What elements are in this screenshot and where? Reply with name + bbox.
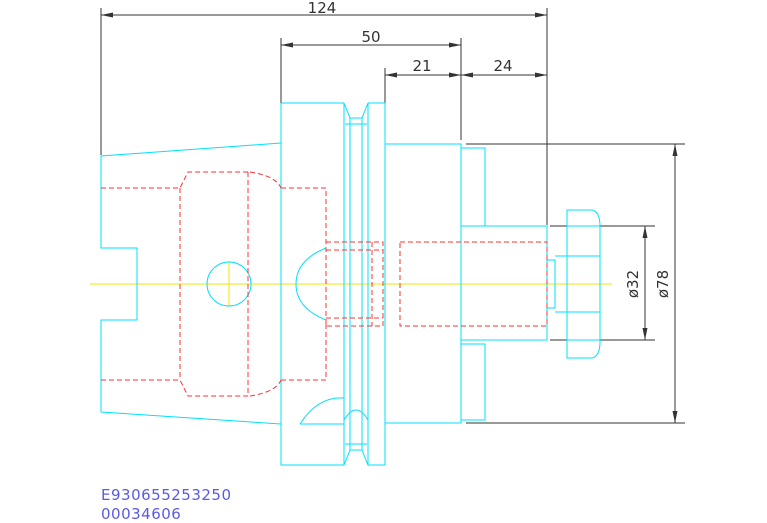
arrow-24-left — [461, 72, 473, 78]
dim-text-21: 21 — [412, 57, 431, 75]
cross-hole — [206, 261, 252, 307]
arrow-78-top — [672, 144, 678, 156]
v-groove-bottom — [343, 449, 369, 466]
dim-text-32: ø32 — [624, 270, 642, 298]
dim-text-78: ø78 — [654, 270, 672, 298]
arbor-shank-outline — [461, 225, 548, 341]
dim-text-124: 124 — [308, 0, 337, 17]
arrow-32-top — [642, 226, 648, 238]
arrow-21-right — [449, 72, 461, 78]
arrow-124-left — [101, 12, 113, 18]
hidden-bore-fillet-top — [249, 171, 282, 189]
dim-text-24: 24 — [493, 57, 512, 75]
hidden-lines — [101, 171, 548, 397]
arrow-124-right — [535, 12, 547, 18]
arrow-78-bottom — [672, 411, 678, 423]
arrow-21-left — [385, 72, 397, 78]
flange-ring — [367, 102, 386, 466]
taper-shank-outline — [100, 142, 282, 425]
dim-text-50: 50 — [361, 28, 380, 46]
collar-tab-bottom — [461, 343, 486, 421]
arrow-50-right — [449, 42, 461, 48]
hidden-screw-bore — [325, 241, 384, 327]
screw-head-outline — [566, 209, 601, 359]
arrow-32-bottom — [642, 328, 648, 340]
body-left-outline — [280, 103, 344, 466]
part-code-line-2: 00034606 — [101, 505, 181, 523]
arrow-24-right — [535, 72, 547, 78]
hidden-arbor-bore — [399, 241, 548, 327]
hidden-body-bore-top — [281, 187, 327, 244]
hidden-bore-top — [101, 171, 250, 189]
v-groove-top — [343, 102, 369, 119]
part-code-line-1: E930655253250 — [101, 486, 232, 504]
collar-tab-top — [461, 147, 486, 226]
hidden-bore-fillet-bottom — [249, 379, 282, 397]
drive-slot-curve — [299, 397, 345, 425]
bolt-round-end — [295, 247, 327, 321]
part-outline — [100, 102, 601, 466]
drive-key-arc — [343, 409, 369, 421]
dimension-lines — [100, 8, 685, 424]
hidden-bore-bottom — [101, 379, 250, 397]
hidden-body-bore-bottom — [281, 324, 327, 381]
arrow-50-left — [281, 42, 293, 48]
